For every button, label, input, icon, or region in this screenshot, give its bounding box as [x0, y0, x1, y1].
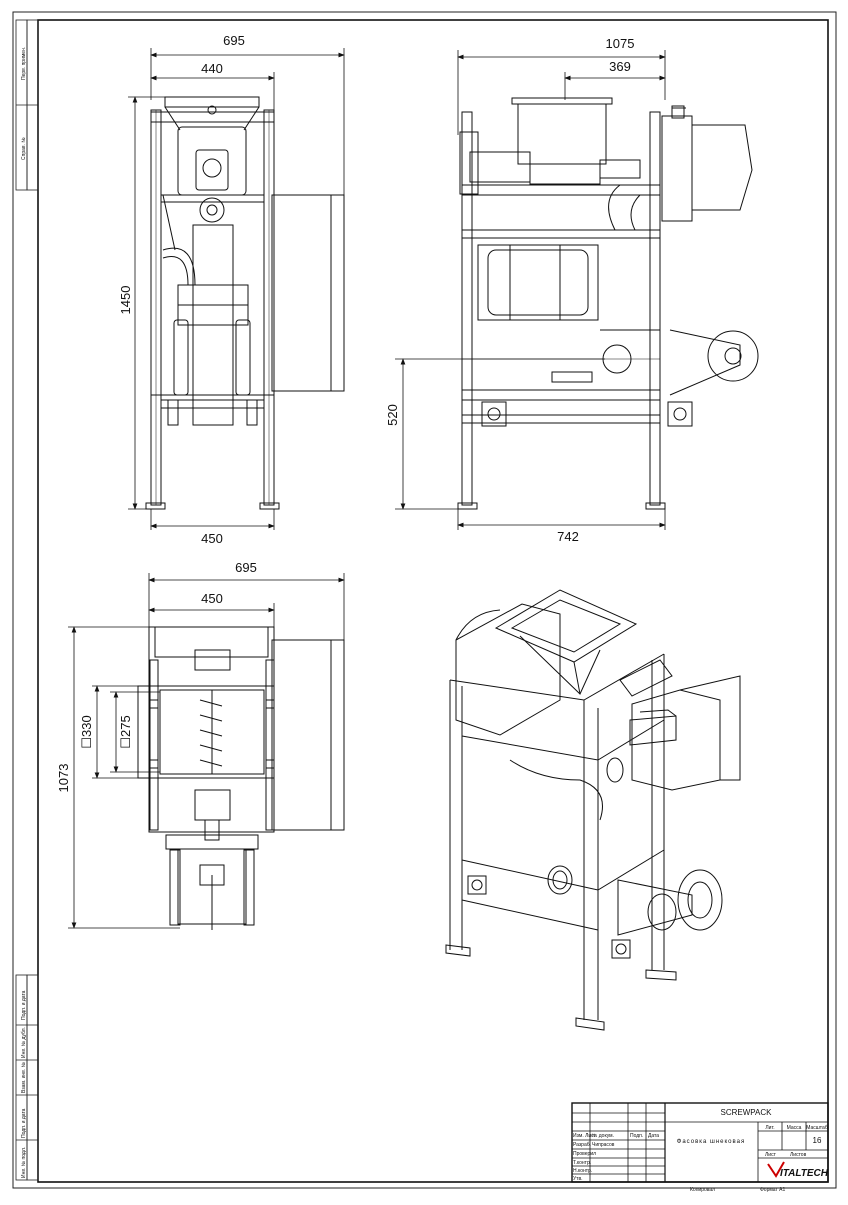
top-view [137, 626, 345, 930]
title-row-izm: Изм. Лист [573, 1133, 597, 1139]
title-row-n-dokum: № докум. [592, 1133, 614, 1139]
italtech-logo: ITALTECH [767, 1161, 829, 1179]
title-scale-value: 16 [813, 1136, 822, 1145]
title-sheet: Лист [765, 1152, 777, 1158]
title-code: SCREWPACK [721, 1108, 773, 1117]
isometric-view [445, 589, 741, 1031]
title-copied: Копировал [690, 1187, 715, 1193]
title-row-podp: Подп. [630, 1133, 643, 1139]
dim-side-inner: 369 [609, 59, 631, 74]
outer-border [12, 11, 837, 1189]
title-prover: Проверил [573, 1151, 596, 1157]
stamp-vzam-inv: Взам. инв. № [21, 1062, 27, 1093]
side-view-dimensions [395, 50, 666, 530]
stamp-podp-data: Подп. и дата [21, 1108, 27, 1138]
left-bottom-stamp [15, 974, 39, 1181]
dim-side-base: 742 [557, 529, 579, 544]
stamp-inv-podl: Инв. № подл. [21, 1147, 27, 1178]
stamp-inv-dubl: Инв. № дубл. [21, 1027, 27, 1058]
dim-front-width: 695 [223, 33, 245, 48]
dim-top-width: 695 [235, 560, 257, 575]
front-view [145, 96, 345, 510]
dim-front-inner: 440 [201, 61, 223, 76]
title-sheets: Листов [790, 1152, 807, 1158]
title-block [571, 1102, 829, 1183]
dim-top-length: 1073 [56, 764, 71, 793]
dim-inner-square: ☐275 [118, 715, 133, 748]
logo-text: ITALTECH [780, 1168, 829, 1179]
title-razrab-name: Чипрасов [592, 1142, 615, 1148]
title-col-lit: Лит. [765, 1125, 774, 1131]
title-col-mass: Масса [787, 1125, 802, 1131]
front-view-dimensions [128, 48, 345, 530]
top-view-dimensions [68, 573, 345, 929]
title-name: Фасовка шнековая [677, 1139, 745, 1145]
title-row-data: Дата [648, 1133, 659, 1139]
dim-top-inner: 450 [201, 591, 223, 606]
title-utv: Утв. [573, 1176, 583, 1182]
dim-front-base: 450 [201, 531, 223, 546]
dim-side-height: 520 [385, 404, 400, 426]
title-tkontr: Т.контр. [573, 1160, 591, 1166]
title-col-scale: Масштаб [806, 1125, 828, 1131]
stamp-perv-primen: Перв. примен. [21, 47, 27, 80]
title-razrab: Разраб. [573, 1142, 591, 1148]
stamp-podp-data-top: Подп. и дата [21, 990, 27, 1020]
title-nkontr: Н.контр. [573, 1168, 592, 1174]
title-format: Формат A1 [760, 1187, 785, 1193]
left-top-stamp [15, 19, 39, 191]
dim-side-width: 1075 [606, 36, 635, 51]
drawing-frame [37, 19, 829, 1183]
side-view [457, 97, 759, 510]
dim-front-height: 1450 [118, 286, 133, 315]
stamp-sprav: Справ. № [21, 137, 27, 160]
dim-outer-square: ☐330 [79, 715, 94, 748]
